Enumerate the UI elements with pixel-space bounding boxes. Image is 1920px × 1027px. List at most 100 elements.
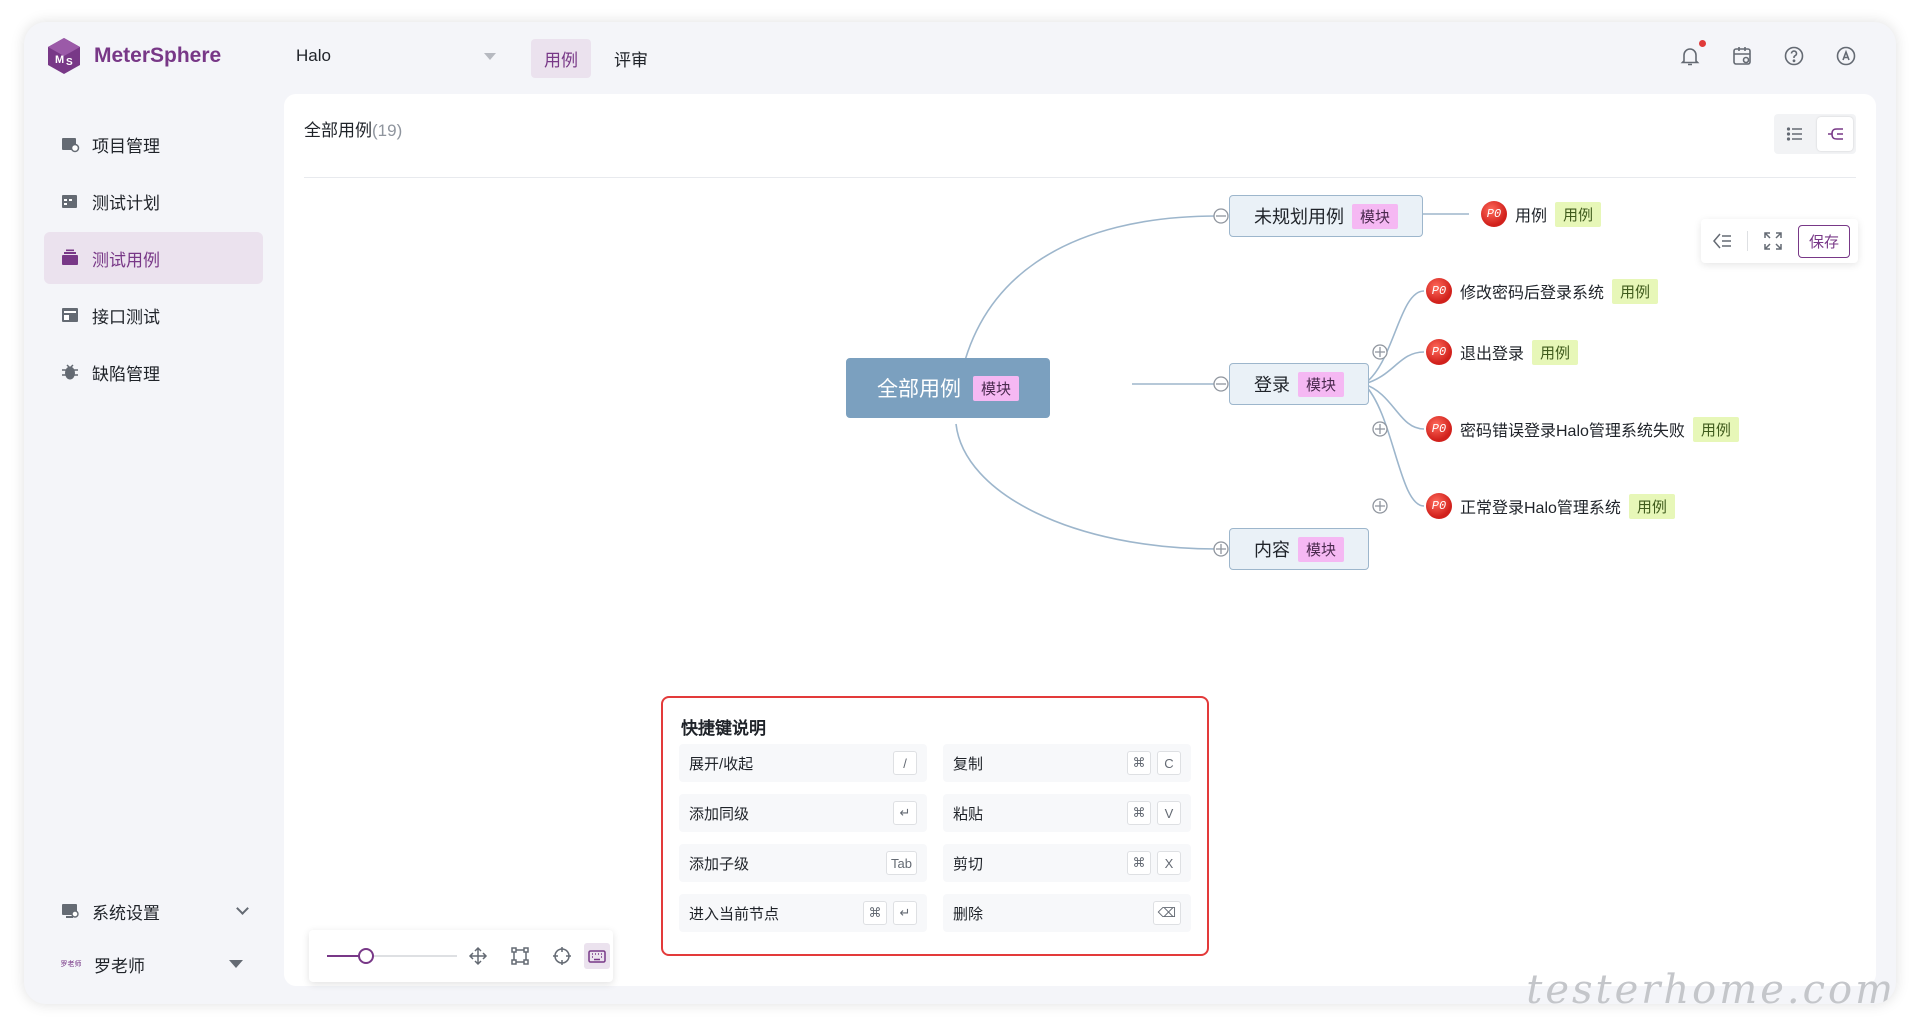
svg-text:S: S: [66, 57, 73, 68]
mindmap-case-node[interactable]: P0 退出登录 用例: [1426, 339, 1579, 365]
user-menu[interactable]: 罗老师 罗老师: [44, 938, 263, 990]
sidebar-item-label: 项目管理: [92, 136, 160, 156]
bell-icon[interactable]: [1678, 40, 1706, 68]
brand-name: MeterSphere: [94, 44, 222, 67]
zoom-slider[interactable]: [327, 948, 457, 964]
calendar-icon[interactable]: [1730, 44, 1754, 68]
shortcut-key: ↵: [893, 801, 917, 825]
sidebar-item-label: 系统设置: [92, 903, 160, 923]
shortcut-key: Tab: [886, 851, 917, 875]
logo[interactable]: M S MeterSphere: [44, 36, 221, 76]
priority-badge: P0: [1426, 416, 1452, 442]
mindmap-case-node[interactable]: P0 正常登录Halo管理系统 用例: [1426, 493, 1675, 519]
canvas-toolbar: [309, 930, 613, 982]
top-bar: M S MeterSphere Halo 用例 评审: [24, 22, 1896, 92]
priority-badge: P0: [1481, 201, 1507, 227]
save-button[interactable]: 保存: [1797, 224, 1850, 258]
case-tag: 用例: [1612, 278, 1659, 304]
sidebar-item-api-test[interactable]: 接口测试: [44, 289, 263, 341]
shortcut-label: 剪切: [953, 855, 984, 873]
shortcut-help-button[interactable]: [584, 943, 610, 969]
caret-down-icon: [229, 960, 243, 968]
node-label: 密码错误登录Halo管理系统失败: [1460, 423, 1685, 440]
tab-case[interactable]: 用例: [531, 39, 591, 78]
fit-view-button[interactable]: [507, 943, 533, 969]
fullscreen-button[interactable]: [1760, 228, 1786, 254]
case-tag: 用例: [1628, 493, 1675, 519]
node-label: 正常登录Halo管理系统: [1460, 500, 1621, 517]
page-title: 全部用例(19): [304, 116, 402, 141]
api-icon: [62, 308, 78, 322]
target-icon: [553, 947, 571, 965]
sidebar-item-settings[interactable]: 系统设置: [44, 885, 263, 937]
help-icon[interactable]: [1782, 44, 1806, 68]
mindmap-case-node[interactable]: P0 密码错误登录Halo管理系统失败 用例: [1426, 416, 1739, 442]
shortcut-row: 展开/收起 /: [679, 744, 927, 782]
fullscreen-icon: [1764, 232, 1782, 250]
list-icon: [1786, 127, 1802, 141]
mindmap-view-button[interactable]: [1817, 117, 1853, 151]
case-tag: 用例: [1555, 201, 1602, 227]
shortcut-key: ⌫: [1152, 901, 1181, 925]
sidebar-item-test-plan[interactable]: 测试计划: [44, 175, 263, 227]
list-view-button[interactable]: [1777, 117, 1813, 151]
module-tag: 模块: [1298, 536, 1345, 562]
collapse-tree-button[interactable]: [1709, 228, 1735, 254]
translate-icon[interactable]: [1834, 44, 1858, 68]
zoom-slider-handle[interactable]: [358, 948, 374, 964]
svg-text:M: M: [55, 54, 64, 66]
module-tag: 模块: [1352, 203, 1399, 229]
mindmap-root-node[interactable]: 全部用例 模块: [846, 358, 1051, 418]
case-tag: 用例: [1692, 416, 1739, 442]
notification-dot: [1699, 40, 1706, 47]
nav-tabs: 用例 评审: [531, 39, 661, 78]
sidebar-item-project[interactable]: 项目管理: [44, 118, 263, 170]
user-name: 罗老师: [94, 956, 145, 976]
sidebar-item-label: 测试计划: [92, 193, 160, 213]
shortcut-label: 添加同级: [689, 805, 750, 823]
shortcut-label: 添加子级: [689, 855, 750, 873]
sidebar-item-label: 缺陷管理: [92, 364, 160, 384]
sidebar-item-test-case[interactable]: 测试用例: [44, 232, 263, 284]
shortcut-key: /: [893, 751, 917, 775]
locate-button[interactable]: [549, 943, 575, 969]
node-label: 修改密码后登录系统: [1460, 285, 1605, 302]
sidebar-item-label: 测试用例: [92, 250, 160, 270]
shortcut-key: ⌘: [1127, 851, 1151, 875]
case-count: (19): [372, 121, 403, 140]
project-selector[interactable]: Halo: [296, 46, 496, 66]
mindmap-module-node[interactable]: 登录 模块: [1229, 363, 1370, 405]
zoom-slider-fill: [327, 955, 366, 957]
move-canvas-button[interactable]: [465, 943, 491, 969]
watermark: testerhome.com: [1526, 967, 1896, 1004]
shortcut-label: 复制: [953, 755, 984, 773]
settings-monitor-icon: [62, 904, 79, 918]
fit-frame-icon: [511, 947, 529, 965]
shortcut-label: 删除: [953, 905, 984, 923]
page-title-text: 全部用例: [304, 121, 372, 140]
chevron-down-icon: [236, 902, 249, 915]
toolbar-separator: [1746, 231, 1748, 251]
mindmap-case-node[interactable]: P0 修改密码后登录系统 用例: [1426, 278, 1659, 304]
mindmap-module-node[interactable]: 未规划用例 模块: [1229, 195, 1424, 237]
node-label: 未规划用例: [1254, 207, 1344, 227]
mindmap-case-node[interactable]: P0 用例 用例: [1481, 201, 1602, 227]
shortcut-key: ⌘: [1127, 751, 1151, 775]
shortcut-row: 复制 ⌘C: [943, 744, 1191, 782]
shortcut-key: ⌘: [1127, 801, 1151, 825]
shortcut-key: ⌘: [863, 901, 887, 925]
shortcut-key: V: [1157, 801, 1181, 825]
node-label: 用例: [1515, 208, 1548, 225]
keyboard-icon: [588, 950, 606, 963]
view-toggle: [1774, 114, 1856, 154]
tab-review[interactable]: 评审: [614, 51, 648, 70]
shortcut-row: 添加同级 ↵: [679, 794, 927, 832]
mindmap-module-node[interactable]: 内容 模块: [1229, 528, 1370, 570]
shortcut-label: 展开/收起: [689, 755, 754, 773]
metersphere-logo-icon: M S: [48, 38, 80, 74]
sidebar-item-bug[interactable]: 缺陷管理: [44, 346, 263, 398]
shortcut-label: 粘贴: [953, 805, 984, 823]
shortcut-key: C: [1157, 751, 1181, 775]
priority-badge: P0: [1426, 278, 1452, 304]
sidebar: 项目管理 测试计划 测试用例 接口测试 缺陷管理 系统设置 罗老师 罗老师: [24, 112, 264, 1004]
